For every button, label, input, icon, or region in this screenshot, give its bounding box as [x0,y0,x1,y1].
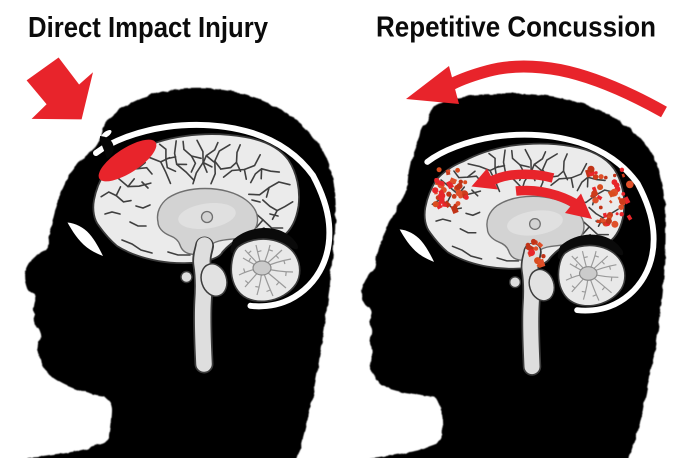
svg-text:Repetitive Concussion: Repetitive Concussion [376,12,656,44]
svg-text:Direct Impact Injury: Direct Impact Injury [28,12,268,44]
